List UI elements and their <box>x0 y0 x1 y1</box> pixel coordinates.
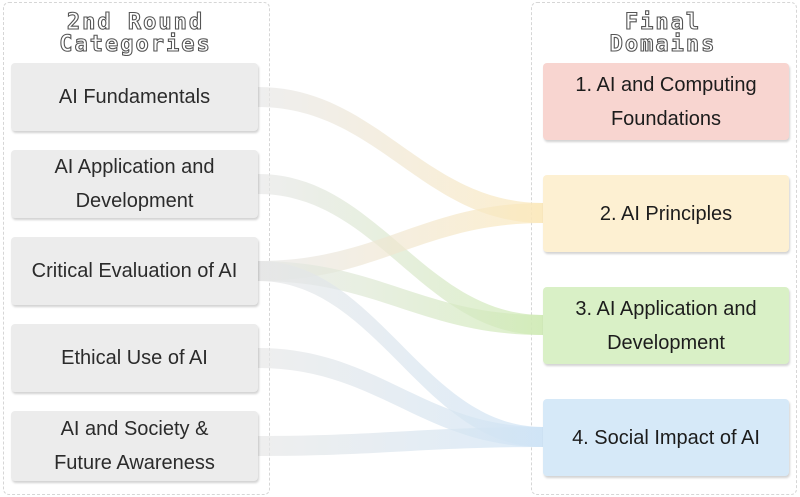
flow-ribbon <box>258 174 543 335</box>
category-label: Critical Evaluation of AI <box>31 260 238 282</box>
category-ai-fundamentals: AI Fundamentals <box>11 63 258 131</box>
domain-social-impact: 4. Social Impact of AI <box>543 399 789 476</box>
domain-ai-principles: 2. AI Principles <box>543 175 789 252</box>
flow-ribbon <box>258 203 543 281</box>
categories-heading-line2: Categories <box>59 32 212 57</box>
domains-heading-line2: Domains <box>609 32 717 57</box>
domain-ai-application-development: 3. AI Application and Development <box>543 287 789 364</box>
flow-ribbon <box>258 87 543 223</box>
domains-heading-line1: Final <box>624 10 702 35</box>
category-ai-application-development: AI Application and Development <box>11 150 258 218</box>
flow-ribbon <box>258 261 543 335</box>
flow-ribbon <box>258 427 543 456</box>
category-critical-evaluation: Critical Evaluation of AI <box>11 237 258 305</box>
category-label: AI Application and Development <box>54 156 215 212</box>
domain-label: 3. AI Application and Development <box>575 297 757 354</box>
category-ai-society-future: AI and Society & Future Awareness <box>11 411 258 481</box>
domain-ai-computing-foundations: 1. AI and Computing Foundations <box>543 63 789 140</box>
categories-heading-line1: 2nd Round <box>66 10 205 35</box>
category-label: AI Fundamentals <box>58 86 211 108</box>
domain-label: 2. AI Principles <box>599 202 733 225</box>
category-label: Ethical Use of AI <box>61 347 208 369</box>
category-ethical-use: Ethical Use of AI <box>11 324 258 392</box>
domain-label: 1. AI and Computing Foundations <box>575 73 757 130</box>
flow-ribbon <box>258 348 543 447</box>
domain-label: 4. Social Impact of AI <box>572 426 760 449</box>
flow-ribbon <box>258 261 543 447</box>
categories-heading: 2nd Round Categories <box>3 10 268 57</box>
category-label: AI and Society & Future Awareness <box>54 418 215 474</box>
domains-heading: Final Domains <box>531 10 795 57</box>
